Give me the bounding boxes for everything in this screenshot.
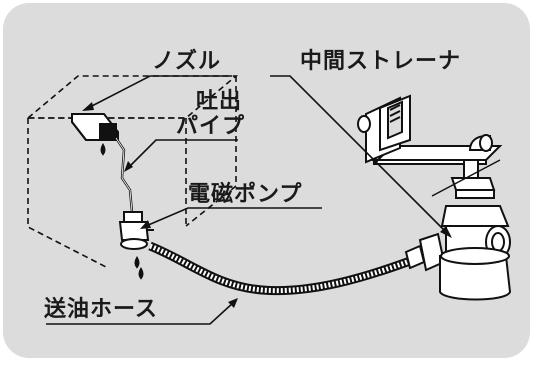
middle-strainer-part bbox=[357, 94, 512, 301]
label-electromagnetic-pump: 電磁ポンプ bbox=[188, 182, 303, 207]
nozzle-part bbox=[71, 113, 119, 156]
label-discharge-pipe-line1: 吐出 bbox=[196, 89, 243, 114]
pump-leader-line bbox=[145, 207, 322, 227]
nozzle-leader-line bbox=[87, 75, 232, 109]
leader-lines bbox=[46, 75, 445, 325]
discharge-pipe-leader-line bbox=[127, 139, 238, 169]
strainer-leader-line bbox=[270, 75, 445, 231]
label-nozzle: ノズル bbox=[152, 49, 222, 74]
hose-fitting bbox=[404, 232, 446, 272]
label-middle-strainer: 中間ストレーナ bbox=[300, 49, 462, 74]
hose-leader-line bbox=[46, 301, 235, 325]
label-oil-supply-hose: 送油ホース bbox=[44, 297, 158, 322]
leader-arrowheads bbox=[82, 102, 452, 308]
label-discharge-pipe-line2: パイプ bbox=[176, 114, 246, 139]
electromagnetic-pump-part bbox=[118, 211, 154, 280]
